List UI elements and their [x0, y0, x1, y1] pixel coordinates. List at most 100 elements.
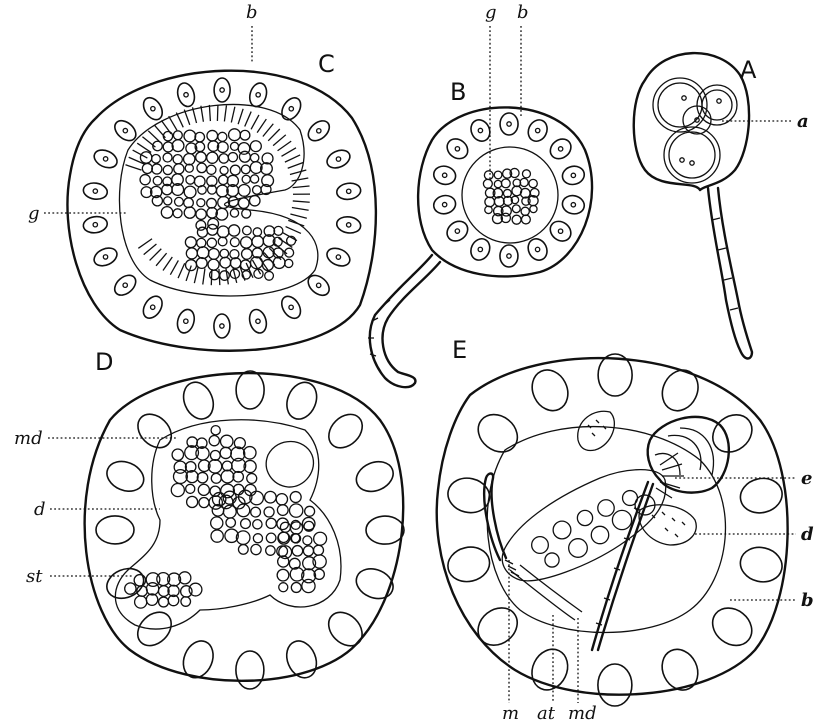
cell-nucleus	[441, 172, 448, 179]
peripheral-cell	[307, 274, 330, 297]
panel-b-annotation-b: b	[517, 2, 529, 23]
peripheral-cell	[137, 413, 173, 449]
panel-a-blastomere-3-inner	[668, 131, 716, 179]
yolk-cell	[285, 235, 297, 246]
yolk-cell	[171, 139, 185, 153]
yolk-cell	[277, 531, 291, 545]
panel-d-annotation-d: d	[34, 499, 46, 520]
columnar-cell-wall	[272, 134, 287, 147]
cell-nucleus	[315, 282, 322, 289]
yolk-cell	[229, 268, 241, 280]
yolk-cell	[239, 236, 253, 249]
yolk-cell	[229, 248, 240, 260]
yolk-cell	[139, 173, 151, 186]
yolk-cell	[250, 543, 262, 556]
yolk-cell	[196, 162, 208, 174]
columnar-cell-wall	[291, 206, 309, 211]
panel-c-germ-band	[125, 104, 311, 286]
columnar-cell-wall	[168, 115, 178, 131]
yolk-cell	[229, 257, 242, 269]
panel-e-head-segments	[654, 427, 714, 476]
yolk-cell	[183, 197, 194, 209]
peripheral-cell	[114, 119, 137, 142]
yolk-cell	[290, 581, 302, 594]
peripheral-cell	[335, 182, 362, 201]
panel-a-blastomere-1	[652, 77, 708, 133]
yolk-cell	[180, 596, 192, 607]
peripheral-cell	[432, 165, 457, 186]
yolk-cell	[184, 445, 200, 461]
yolk-cell	[209, 449, 221, 461]
columnar-cell-wall	[267, 128, 281, 142]
columnar-cell-wall	[230, 106, 236, 123]
peripheral-cell	[549, 220, 572, 242]
yolk-cell	[275, 492, 289, 506]
yolk-cell	[219, 434, 234, 449]
peripheral-cell	[739, 546, 783, 583]
yolk-cell	[230, 446, 246, 462]
panel-e-mandible	[509, 564, 583, 621]
cell-nucleus	[288, 304, 294, 311]
columnar-cell-wall	[210, 269, 213, 286]
yolk-cell	[312, 544, 325, 556]
yolk-cell	[206, 175, 218, 187]
yolk-cell	[302, 545, 315, 557]
yolk-cell	[216, 225, 230, 239]
panel-e-wing-pad-upper	[577, 410, 615, 452]
yolk-cell	[219, 165, 229, 176]
yolk-cell	[162, 130, 174, 142]
peripheral-cell	[527, 238, 548, 261]
panel-e: E e d b m at md	[435, 336, 814, 724]
columnar-cell-wall	[277, 140, 292, 152]
yolk-cell	[206, 164, 217, 176]
yolk-cell	[261, 174, 275, 188]
panel-b-stalk	[368, 253, 442, 389]
yolk-cell	[207, 247, 220, 260]
yolk-cell	[249, 490, 265, 506]
yolk-cell	[483, 170, 494, 181]
panel-c-annotation-b: b	[246, 2, 258, 23]
columnar-cell-wall	[208, 104, 212, 122]
peripheral-cell	[82, 182, 109, 201]
yolk-cell	[493, 179, 503, 189]
yolk-cell	[276, 504, 289, 517]
yolk-cell	[179, 585, 193, 598]
peripheral-cell	[113, 274, 137, 296]
yolk-cell	[521, 196, 531, 206]
peripheral-cell	[93, 247, 118, 267]
cell-nucleus	[477, 246, 484, 253]
yolk-cell	[157, 585, 170, 598]
peripheral-cell	[248, 82, 268, 108]
cell-nucleus	[255, 318, 261, 325]
yolk-cell	[197, 185, 207, 195]
yolk-cell	[252, 518, 263, 530]
yolk-cell	[220, 483, 236, 499]
panel-e-wing-pad-lower	[638, 504, 697, 546]
yolk-cell	[265, 532, 277, 544]
yolk-cell	[509, 167, 520, 179]
yolk-cell	[246, 472, 258, 485]
yolk-cell	[216, 141, 229, 154]
yolk-cell	[217, 174, 229, 186]
cell-nucleus	[454, 145, 461, 152]
yolk-cell	[500, 212, 512, 224]
yolk-cell	[167, 584, 180, 598]
yolk-cell	[229, 236, 240, 248]
yolk-cell	[194, 131, 206, 143]
panel-a-annotation-a: a	[797, 111, 809, 132]
peripheral-cell	[531, 369, 569, 412]
panel-c-outer-wall	[66, 69, 378, 352]
columnar-cell-wall	[216, 104, 219, 121]
yolk-cell	[289, 566, 305, 582]
yolk-cell	[521, 169, 532, 179]
panel-e-body-sac	[501, 469, 667, 582]
yolk-cell	[221, 460, 233, 472]
peripheral-cell	[213, 313, 231, 339]
yolk-cell	[492, 187, 504, 199]
panel-a-nucleus	[716, 98, 722, 104]
yolk-cell	[242, 445, 257, 460]
panel-a-nucleus	[679, 157, 685, 163]
yolk-cell	[250, 506, 262, 518]
yolk-cell	[215, 207, 229, 221]
